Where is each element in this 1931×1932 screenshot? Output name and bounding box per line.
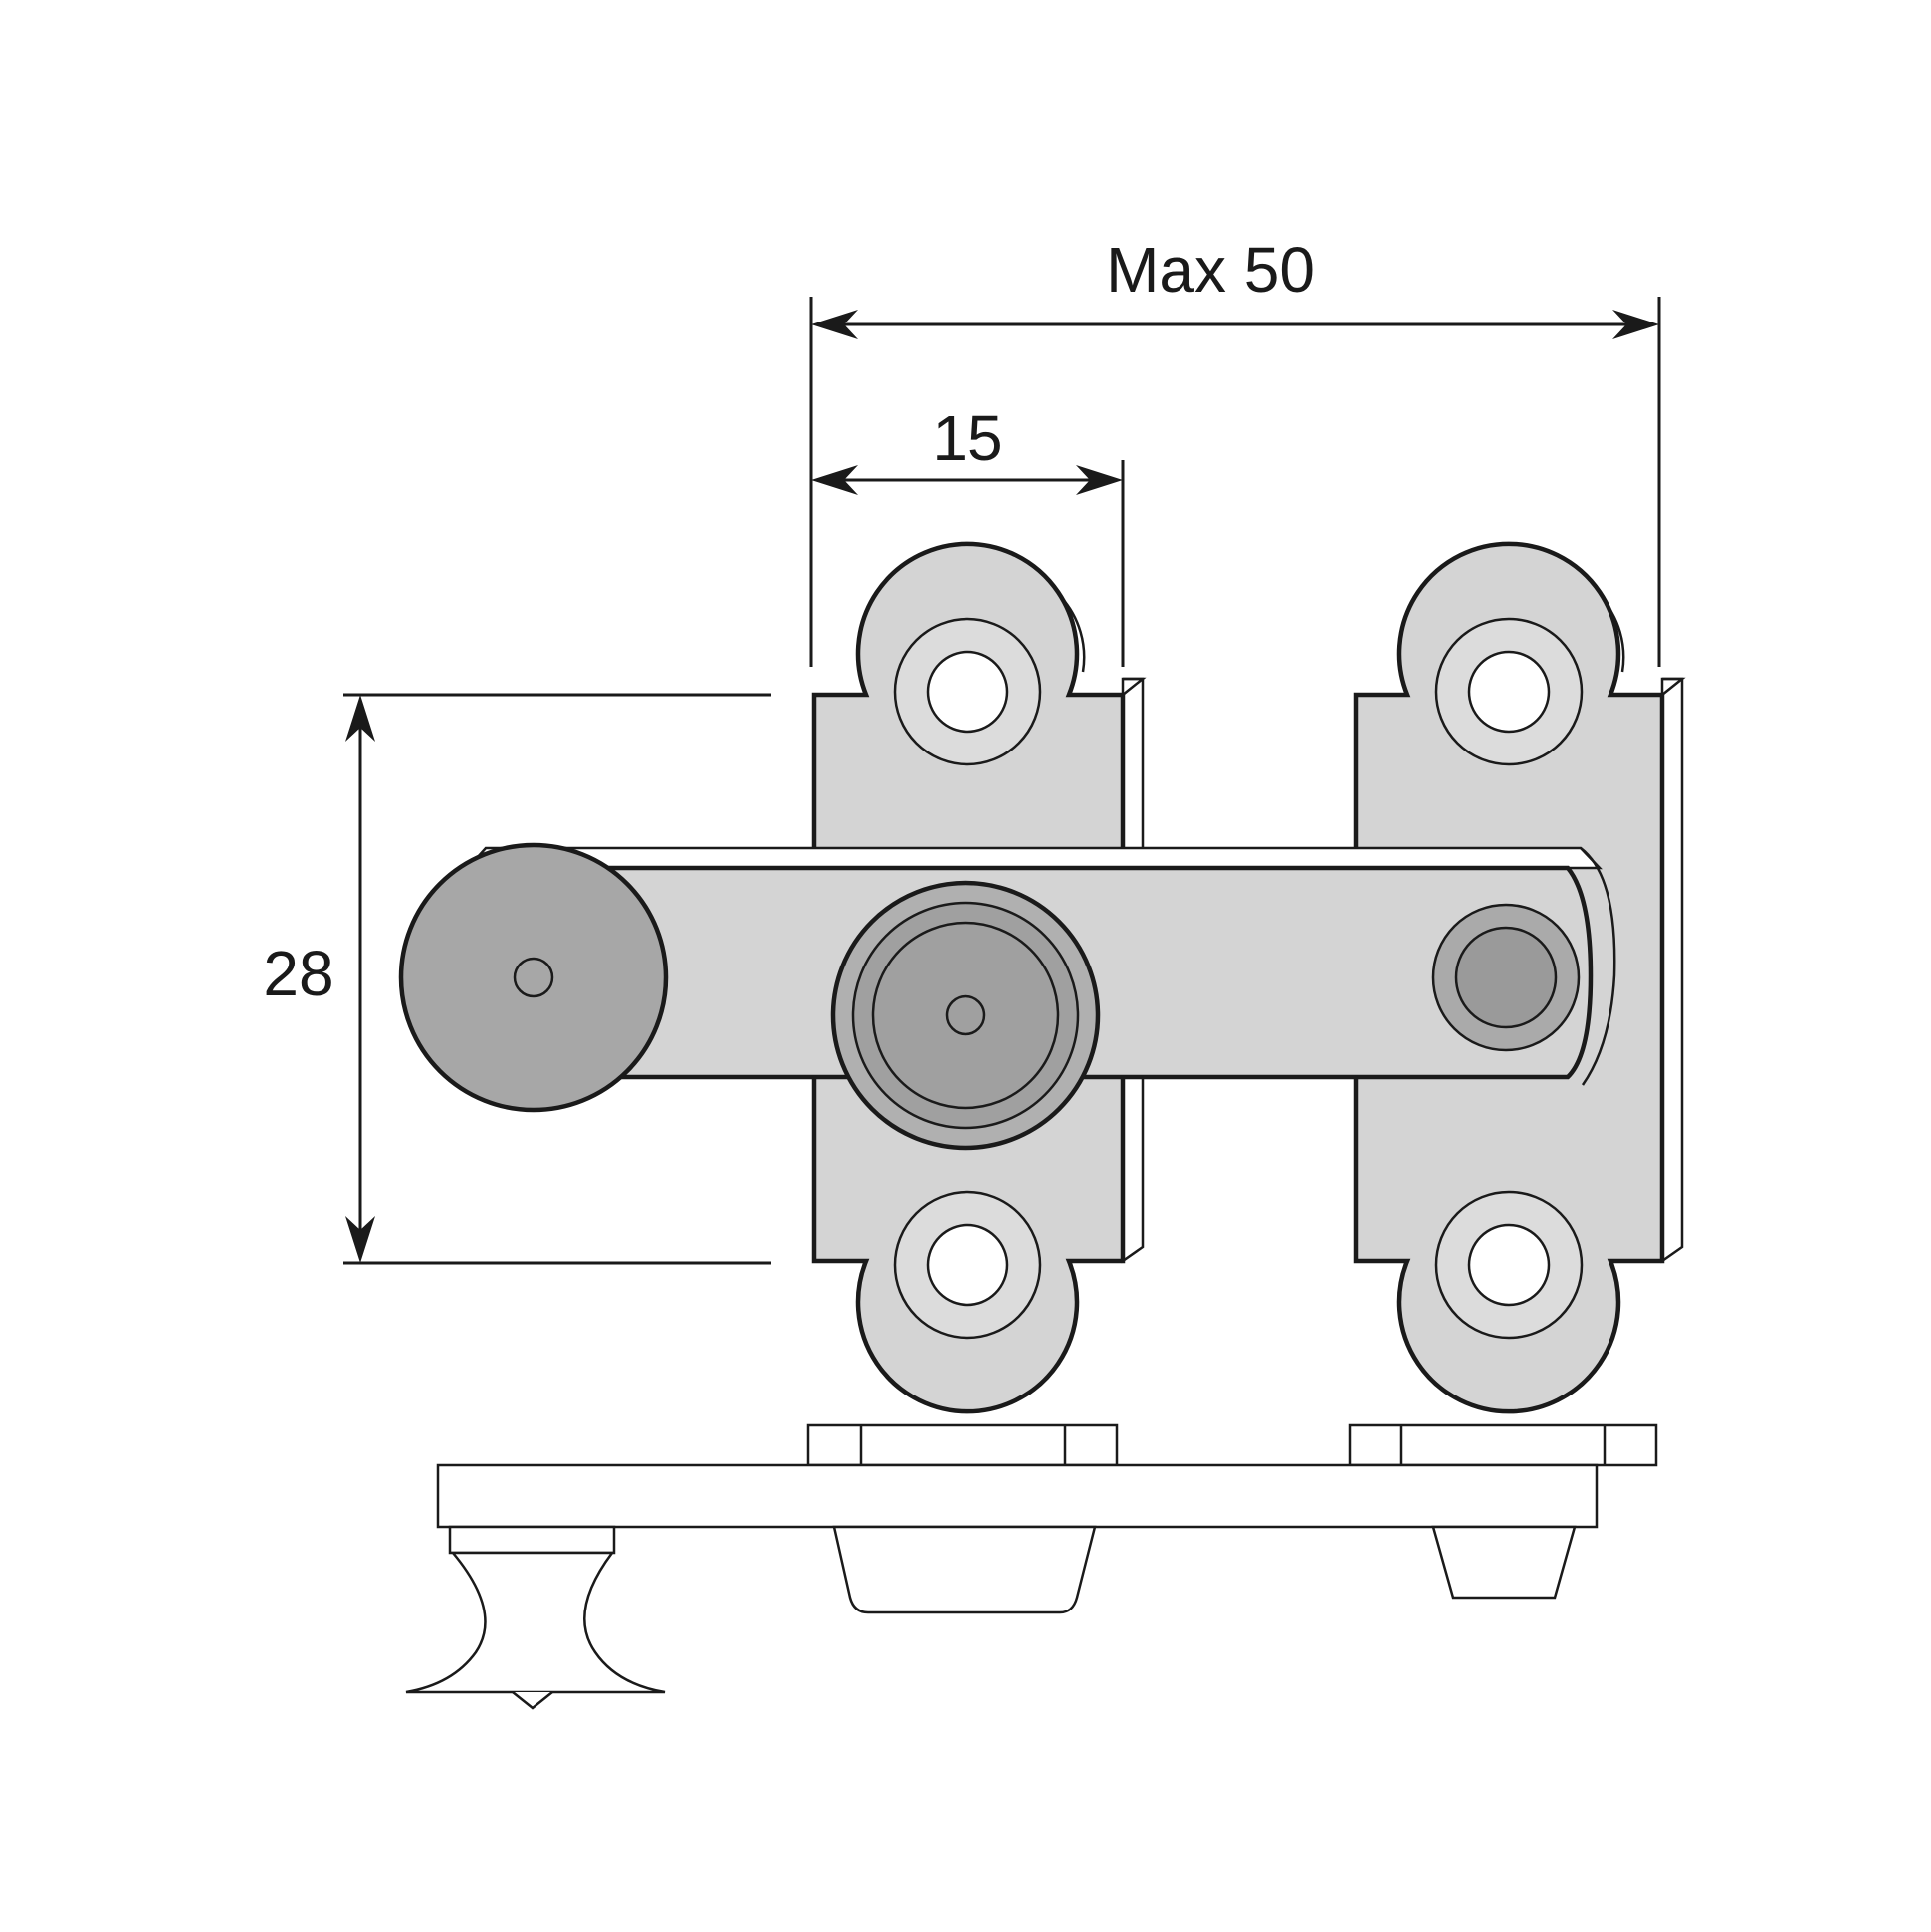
side-pivot-boss [832, 1525, 1097, 1614]
left-plate-top-screw-hole [926, 650, 1009, 734]
side-view [405, 1423, 1658, 1710]
dimension-plate-width: 15 [811, 402, 1125, 667]
dimension-height: 28 [263, 693, 771, 1265]
pivot-center-dot [945, 994, 986, 1036]
knob [398, 842, 669, 1113]
side-knob-tip [512, 1691, 553, 1710]
catch-stud-center [1454, 926, 1558, 1029]
latch-bar-top-face [465, 846, 1603, 870]
dimension-label-overall-width: Max 50 [1106, 234, 1315, 306]
side-left-plate [806, 1423, 1119, 1467]
side-knob-neck [448, 1525, 616, 1555]
right-plate-depth-edge [1660, 677, 1684, 1264]
knob-center-dot [513, 957, 554, 998]
right-plate-bottom-screw-hole [1467, 1223, 1551, 1307]
dimension-label-plate-width: 15 [932, 402, 1002, 474]
latch-bar [465, 846, 1616, 1151]
left-plate-bottom-screw-hole [926, 1223, 1009, 1307]
side-latch-bar [436, 1463, 1599, 1529]
side-knob-body [405, 1551, 666, 1694]
side-right-plate [1348, 1423, 1658, 1467]
side-catch-stud [1431, 1525, 1577, 1600]
dimension-label-height: 28 [263, 938, 333, 1009]
dimension-overall-width: Max 50 [809, 234, 1661, 667]
right-plate-top-screw-hole [1467, 650, 1551, 734]
